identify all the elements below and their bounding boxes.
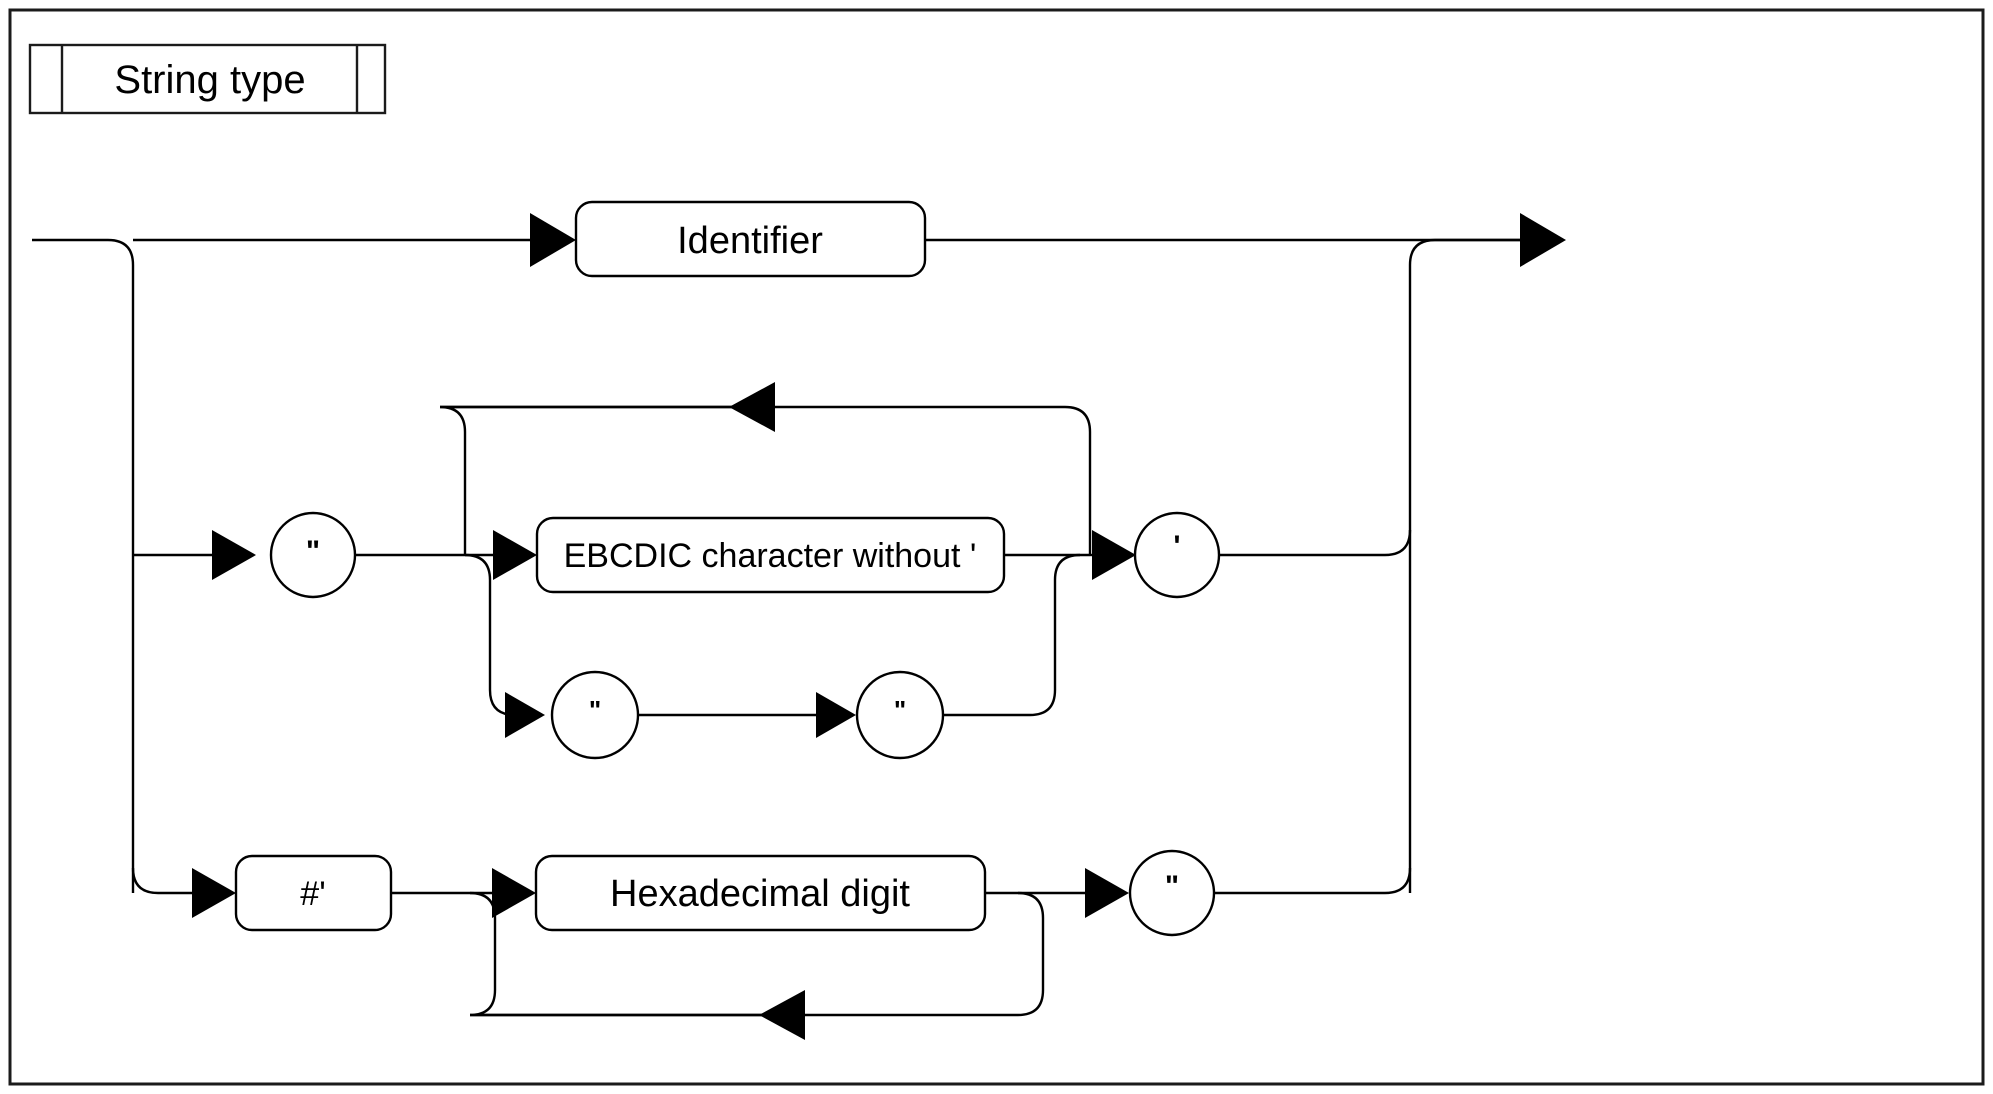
arrow-into-hex-close-quote: [1085, 868, 1129, 918]
hex-exit-to-merge: [1214, 867, 1412, 895]
node-close-single-quote[interactable]: ': [1133, 511, 1221, 599]
arrow-hex-loop-left: [759, 990, 805, 1040]
quoted-exit-to-merge: [1219, 529, 1412, 557]
ebcdic-character-label: EBCDIC character without ': [564, 537, 977, 575]
escape-first-label: ": [589, 695, 601, 725]
arrow-into-identifier: [530, 213, 576, 267]
arrow-into-close-single-quote: [1092, 530, 1136, 580]
alt-quoted-string-group: " EBCDIC character without ': [133, 382, 1412, 717]
arrow-into-open-double-quote: [212, 530, 256, 580]
node-open-double-quote[interactable]: ": [269, 511, 357, 599]
identifier-label: Identifier: [677, 220, 823, 262]
title-box-group: String type: [28, 43, 387, 115]
diagram-title: String type: [114, 58, 305, 102]
node-hexadecimal-digit[interactable]: Hexadecimal digit: [534, 854, 987, 932]
diagram-outer-frame: [8, 8, 1985, 1086]
arrow-repeat-loop-left: [729, 382, 775, 432]
close-single-quote-label: ': [1173, 530, 1180, 563]
right-merge-spine: [1408, 238, 1520, 893]
arrow-into-ebcdic: [493, 530, 537, 580]
arrow-into-escape-second: [816, 692, 856, 738]
arrow-into-hexadecimal-digit: [492, 868, 536, 918]
arrow-into-hash-quote: [192, 868, 236, 918]
hexadecimal-digit-label: Hexadecimal digit: [610, 873, 910, 915]
hex-entry-from-spine: [131, 867, 192, 895]
escape-branch-down: [464, 553, 516, 717]
node-ebcdic-character[interactable]: EBCDIC character without ': [535, 516, 1006, 594]
left-branch-spine: [107, 238, 135, 893]
node-escape-double-quote-first[interactable]: ": [550, 670, 640, 760]
open-double-quote-label: ": [306, 535, 320, 568]
node-escape-double-quote-second[interactable]: ": [855, 670, 945, 760]
escape-second-label: ": [894, 695, 906, 725]
node-hex-close-double-quote[interactable]: ": [1128, 849, 1216, 937]
escape-pair-group: " ": [505, 670, 1030, 760]
node-hash-quote[interactable]: #': [234, 854, 393, 932]
hash-quote-label: #': [300, 875, 325, 913]
hex-close-quote-label: ": [1165, 870, 1179, 903]
node-identifier[interactable]: Identifier: [574, 200, 927, 278]
arrow-into-escape-first: [505, 692, 545, 738]
escape-branch-merge-up: [1029, 553, 1081, 717]
entry-rail-group: [32, 238, 530, 893]
repeat-loop-top-and-right: [440, 405, 1092, 555]
title-box-frame: [28, 43, 387, 115]
alt-hex-string-group: #' Hexadecimal digit ": [131, 849, 1412, 1040]
arrow-exit: [1520, 213, 1566, 267]
hex-loop-bottom-and-up: [470, 891, 1045, 1017]
